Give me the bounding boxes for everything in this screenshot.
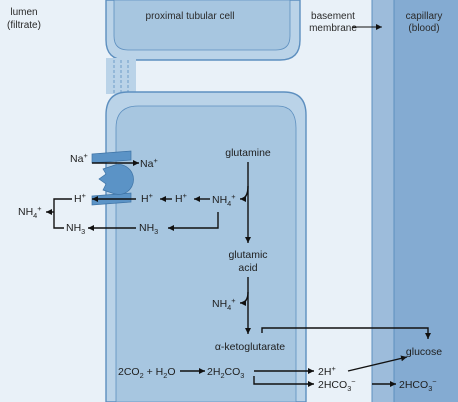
upper-cell-inner — [113, 0, 291, 51]
h-plus-cell: H+ — [175, 191, 187, 205]
hco3-cell-label: 2HCO3− — [318, 377, 356, 393]
alpha-ketoglutarate-label: α-ketoglutarate — [215, 341, 285, 353]
co2-water-label: 2CO2 + H2O — [118, 366, 176, 380]
nh3-cell: NH3 — [139, 222, 158, 236]
lumen-label-sub: (filtrate) — [7, 20, 41, 31]
proximal-tubular-cell-inner — [115, 105, 297, 402]
nh4-bottom: NH4+ — [212, 296, 236, 312]
two-h-label: 2H+ — [318, 364, 336, 378]
lumen-label: lumen — [10, 7, 37, 18]
glutamine-label: glutamine — [225, 147, 271, 159]
h2co3-label: 2H2CO3 — [207, 366, 244, 380]
nh4-top: NH4+ — [212, 192, 236, 208]
glucose-label: glucose — [406, 346, 442, 358]
h2co3-to-hco3-arrow — [253, 376, 314, 387]
capillary-label: capillary — [406, 11, 443, 22]
nh4-lumen: NH4+ — [18, 204, 42, 220]
h-near-antiporter: H+ — [141, 191, 153, 205]
lumen-combination-arrow — [53, 198, 72, 229]
nh4-release-bottom-arrow — [239, 291, 249, 306]
h-plus-to-glucose-arrow — [347, 355, 408, 372]
glutamic-acid-label: glutamic — [228, 249, 267, 261]
akg-to-glucose-arrow — [261, 327, 431, 339]
na-cell: Na+ — [140, 156, 158, 170]
nh4-to-nh3-arrow — [168, 212, 219, 231]
nh4-release-top-arrow — [239, 185, 249, 202]
capillary-label-sub: (blood) — [408, 23, 439, 34]
nh3-lumen: NH3 — [66, 222, 85, 236]
h-lumen: H+ — [74, 191, 86, 205]
basement-label-sub: membrane — [309, 23, 357, 34]
capillary-region — [394, 0, 458, 402]
hco3-blood-label: 2HCO3− — [399, 377, 437, 393]
cell-label: proximal tubular cell — [146, 11, 235, 22]
basement-membrane-region — [372, 0, 394, 402]
glutamic-acid-label-sub: acid — [238, 262, 257, 274]
basement-label: basement — [311, 11, 355, 22]
na-lumen: Na+ — [70, 151, 88, 165]
